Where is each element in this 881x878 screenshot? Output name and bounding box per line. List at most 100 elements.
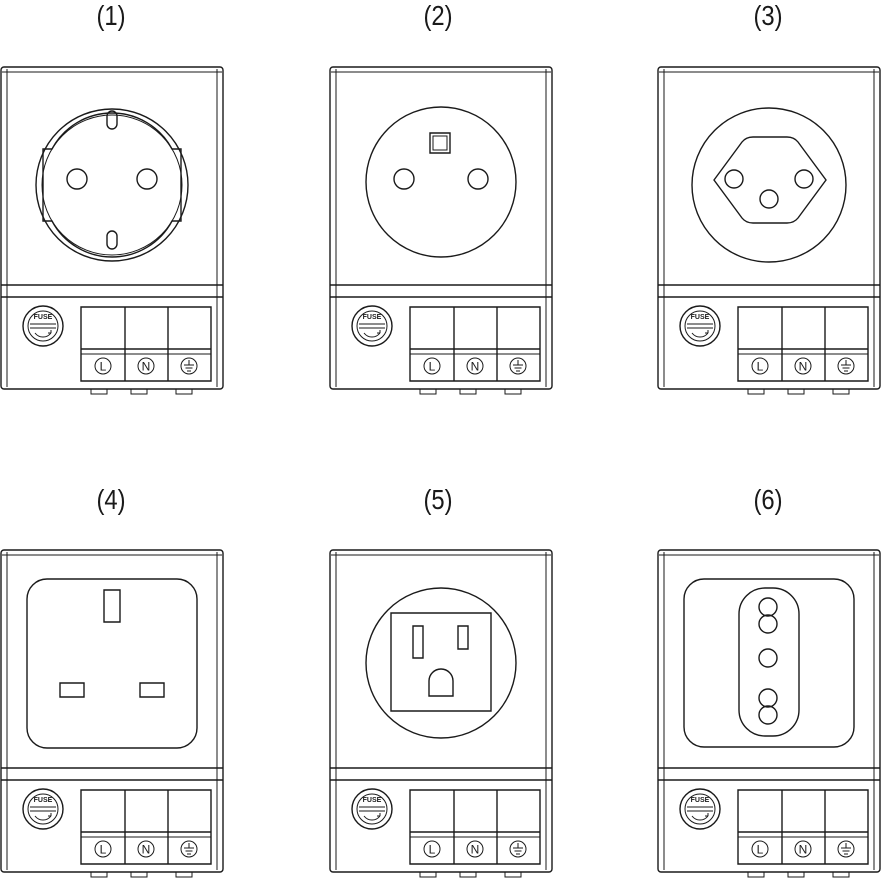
terminal-ring-L xyxy=(752,358,768,374)
module-5-label: (5) xyxy=(423,484,453,515)
foot-2 xyxy=(788,872,804,877)
fuse-arrow-head xyxy=(48,330,51,333)
fuse-holder xyxy=(352,306,392,346)
foot-2 xyxy=(788,389,804,394)
housing xyxy=(1,550,223,872)
socket-group xyxy=(27,579,197,748)
foot-1 xyxy=(748,389,764,394)
pin-hole-top-a xyxy=(759,598,777,616)
terminal-block xyxy=(81,790,211,864)
fuse-label: FUSE xyxy=(363,797,382,804)
socket-group xyxy=(366,588,516,738)
fuse-holder xyxy=(23,789,63,829)
foot-1 xyxy=(91,872,107,877)
fuse-holder xyxy=(680,789,720,829)
fuse-arrow xyxy=(692,816,708,820)
terminal-label-L: L xyxy=(429,843,436,857)
socket-face-square xyxy=(391,613,491,711)
socket-face xyxy=(692,108,846,262)
earth-hole xyxy=(429,669,453,696)
pin-hole-bottom-b xyxy=(759,706,777,724)
earth-terminal-ring xyxy=(838,841,854,857)
foot-1 xyxy=(420,872,436,877)
terminal-block xyxy=(738,307,868,381)
terminal-label-L: L xyxy=(100,843,107,857)
socket-face xyxy=(27,579,197,748)
terminal-label-N: N xyxy=(142,843,151,857)
housing xyxy=(658,550,880,872)
module-2-label: (2) xyxy=(423,0,453,31)
terminal-ring-L xyxy=(424,358,440,374)
socket-recess xyxy=(739,588,799,736)
foot-3 xyxy=(176,389,192,394)
terminal-label-L: L xyxy=(757,360,764,374)
earth-terminal-ring xyxy=(181,841,197,857)
pin-hole-left xyxy=(394,169,414,189)
terminal-ring-N xyxy=(467,358,483,374)
slot-right xyxy=(458,626,468,649)
terminal-block xyxy=(81,307,211,381)
slot-right xyxy=(140,683,164,697)
pin-hole-left xyxy=(725,170,743,188)
fuse-arrow-head xyxy=(377,813,380,816)
foot-1 xyxy=(420,389,436,394)
pin-hole-right xyxy=(795,170,813,188)
fuse-arrow xyxy=(364,816,380,820)
terminal-label-L: L xyxy=(757,843,764,857)
fuse-arrow-head xyxy=(48,813,51,816)
pin-hole-top-b xyxy=(759,615,777,633)
socket-face xyxy=(366,107,516,257)
foot-3 xyxy=(176,872,192,877)
housing xyxy=(1,67,223,389)
fuse-cap xyxy=(685,794,715,824)
socket-recess xyxy=(714,137,826,223)
terminal-label-N: N xyxy=(799,360,808,374)
foot-1 xyxy=(748,872,764,877)
foot-3 xyxy=(505,389,521,394)
fuse-holder xyxy=(23,306,63,346)
foot-3 xyxy=(833,872,849,877)
socket-group xyxy=(684,579,854,747)
socket-group xyxy=(366,107,516,257)
terminal-label-N: N xyxy=(471,360,480,374)
module-2: FUSE L N xyxy=(330,67,552,395)
fuse-arrow-head xyxy=(705,813,708,816)
terminal-label-L: L xyxy=(429,360,436,374)
socket-rim xyxy=(36,109,188,261)
earth-terminal-ring xyxy=(510,358,526,374)
fuse-label: FUSE xyxy=(363,314,382,321)
fuse-cap xyxy=(28,794,58,824)
housing xyxy=(330,550,552,872)
pin-hole-bottom-a xyxy=(759,689,777,707)
earth-clip-top xyxy=(107,111,117,129)
fuse-arrow-head xyxy=(377,330,380,333)
terminal-ring-N xyxy=(795,358,811,374)
foot-2 xyxy=(460,389,476,394)
foot-1 xyxy=(91,389,107,394)
pin-hole-right xyxy=(468,169,488,189)
earth-pin-inner xyxy=(433,136,447,150)
terminal-ring-N xyxy=(467,841,483,857)
terminal-block xyxy=(738,790,868,864)
socket-rim-inner xyxy=(42,115,182,255)
terminal-block xyxy=(410,307,540,381)
terminal-ring-L xyxy=(424,841,440,857)
pin-hole-earth xyxy=(760,190,778,208)
socket-face-circle xyxy=(366,588,516,738)
earth-terminal-ring xyxy=(510,841,526,857)
fuse-cap xyxy=(28,311,58,341)
socket-group xyxy=(692,108,846,262)
module-3-label: (3) xyxy=(753,0,783,31)
pin-hole-right xyxy=(137,169,157,189)
fuse-cap xyxy=(357,311,387,341)
foot-2 xyxy=(131,872,147,877)
housing xyxy=(330,67,552,389)
terminal-ring-L xyxy=(95,841,111,857)
module-4-label: (4) xyxy=(96,484,126,515)
fuse-cap xyxy=(357,794,387,824)
terminal-ring-L xyxy=(95,358,111,374)
slot-left xyxy=(413,626,423,658)
